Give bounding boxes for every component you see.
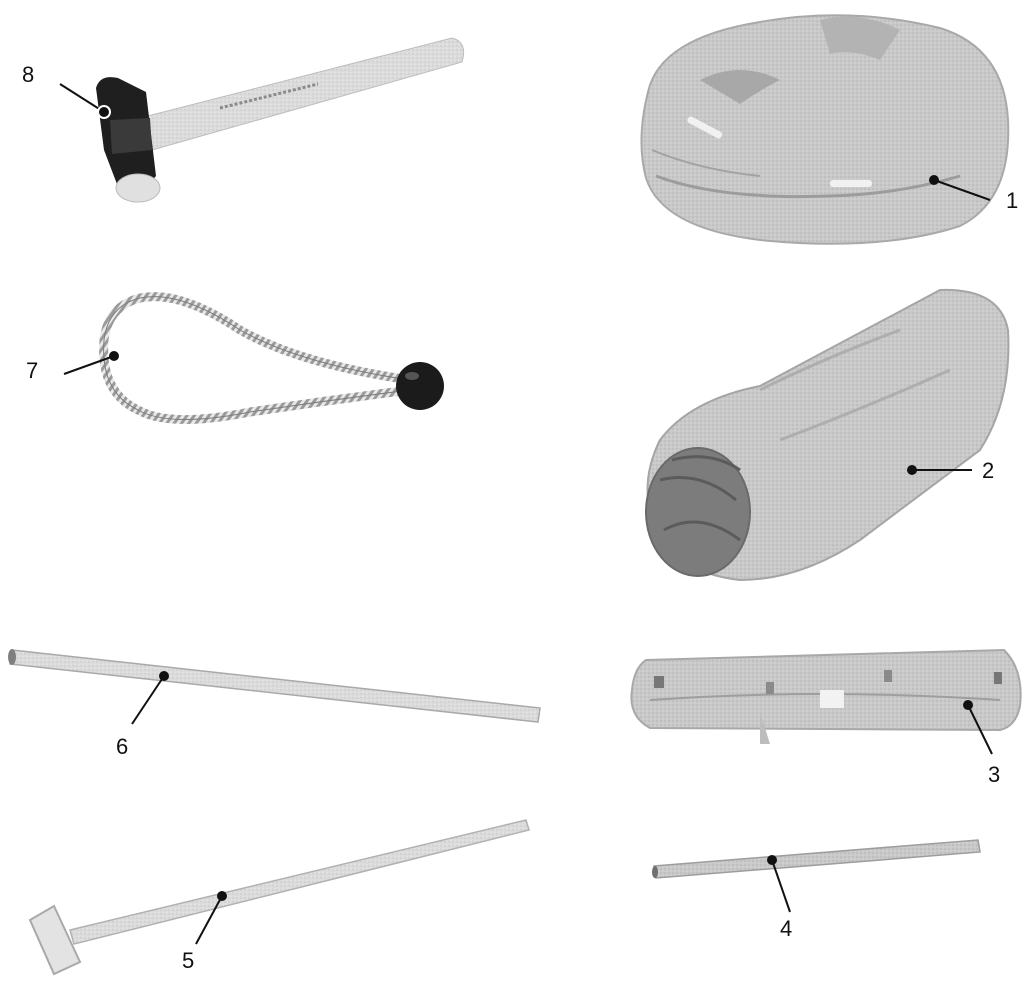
callout-dot	[109, 351, 119, 361]
short-pole-icon	[652, 840, 980, 878]
long-pole-icon	[8, 649, 540, 722]
callout-number-1: 1	[1006, 188, 1018, 213]
rolled-groundsheet-icon	[631, 650, 1020, 744]
callout-dot	[767, 855, 777, 865]
mallet-pole-icon	[30, 820, 529, 974]
callout-dot	[217, 891, 227, 901]
callout-dot	[159, 671, 169, 681]
callout-dot	[929, 175, 939, 185]
callout-number-3: 3	[988, 762, 1000, 787]
leader-line	[132, 676, 164, 724]
ball-bungee-icon	[104, 297, 444, 420]
callout-6: 6	[116, 671, 169, 759]
callout-number-8: 8	[22, 62, 34, 87]
rolled-tent-icon	[646, 290, 1008, 580]
callout-number-6: 6	[116, 734, 128, 759]
hammer-icon	[96, 38, 464, 202]
tent-bag-icon	[641, 15, 1008, 244]
callout-dot	[907, 465, 917, 475]
callout-dot-open	[98, 106, 110, 118]
callout-number-2: 2	[982, 458, 994, 483]
callout-number-7: 7	[26, 358, 38, 383]
callout-dot	[963, 700, 973, 710]
callout-number-4: 4	[780, 916, 792, 941]
callout-number-5: 5	[182, 948, 194, 973]
